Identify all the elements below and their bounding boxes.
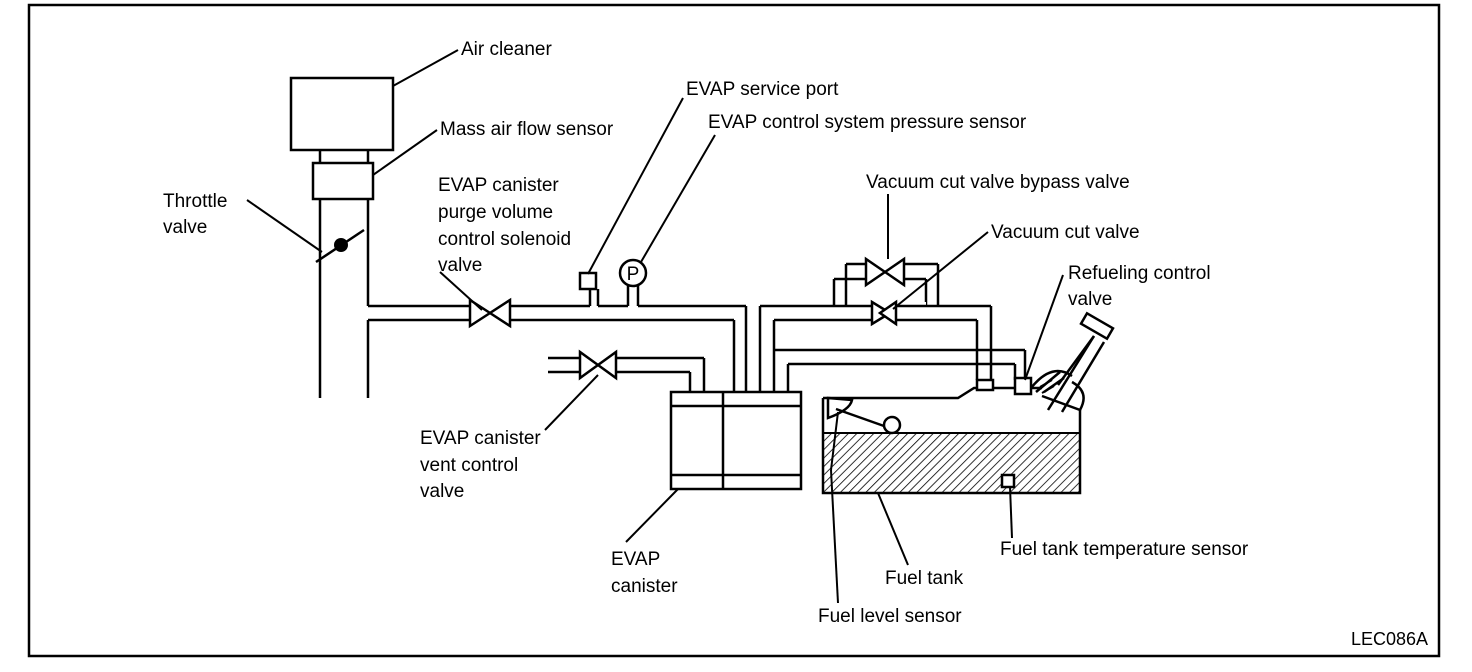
label-vacuum-cut-valve: Vacuum cut valve xyxy=(991,222,1140,243)
evap-service-port xyxy=(578,271,600,306)
figure-code: LEC086A xyxy=(1351,629,1428,649)
label-canister-line-2: canister xyxy=(611,576,678,597)
label-fuel-tank-temperature-sensor: Fuel tank temperature sensor xyxy=(1000,539,1249,560)
label-evap-pressure-sensor: EVAP control system pressure sensor xyxy=(708,112,1027,133)
label-fuel-tank: Fuel tank xyxy=(885,568,964,589)
label-vent-line-3: valve xyxy=(420,481,464,502)
label-purge-line-4: valve xyxy=(438,255,482,276)
vacuum-cut-valve-bypass-valve xyxy=(864,256,906,288)
label-refueling-line-1: Refueling control xyxy=(1068,263,1211,284)
purge-line xyxy=(510,304,748,392)
tank-ports xyxy=(975,376,1033,396)
label-evap-service-port: EVAP service port xyxy=(686,79,839,100)
fuel-tank-temperature-sensor xyxy=(1000,473,1016,489)
intake-duct xyxy=(318,199,470,398)
label-throttle-line-1: Throttle xyxy=(163,191,227,212)
label-vacuum-cut-bypass-valve: Vacuum cut valve bypass valve xyxy=(866,172,1130,193)
pressure-symbol: P xyxy=(627,264,640,285)
air-cleaner xyxy=(289,76,395,152)
purge-valve xyxy=(468,297,512,329)
label-fuel-level-sensor: Fuel level sensor xyxy=(818,606,962,627)
label-purge-line-3: control solenoid xyxy=(438,229,571,250)
vent-control-valve xyxy=(578,349,618,381)
mass-air-flow-sensor xyxy=(311,150,375,201)
fuel-level-sensor xyxy=(826,396,902,435)
label-refueling-line-2: valve xyxy=(1068,289,1112,310)
filler-neck xyxy=(1039,311,1115,413)
throttle-valve xyxy=(315,228,365,264)
leader-lines xyxy=(246,49,1064,604)
evap-pressure-sensor: P xyxy=(618,258,648,306)
label-canister-line-1: EVAP xyxy=(611,549,660,570)
vacuum-cut-valve xyxy=(858,299,926,327)
figure-frame xyxy=(27,3,1441,658)
vent-line xyxy=(548,356,706,392)
label-mass-air-flow-sensor: Mass air flow sensor xyxy=(440,119,614,140)
tank-vapor-line-inner xyxy=(774,348,1027,392)
label-purge-line-1: EVAP canister xyxy=(438,175,559,196)
label-vent-line-2: vent control xyxy=(420,455,518,476)
evap-canister xyxy=(669,390,803,491)
label-vent-line-1: EVAP canister xyxy=(420,428,541,449)
label-purge-line-2: purge volume xyxy=(438,202,553,223)
label-throttle-line-2: valve xyxy=(163,217,207,238)
label-air-cleaner: Air cleaner xyxy=(461,39,552,60)
fuel-tank xyxy=(821,386,1082,495)
